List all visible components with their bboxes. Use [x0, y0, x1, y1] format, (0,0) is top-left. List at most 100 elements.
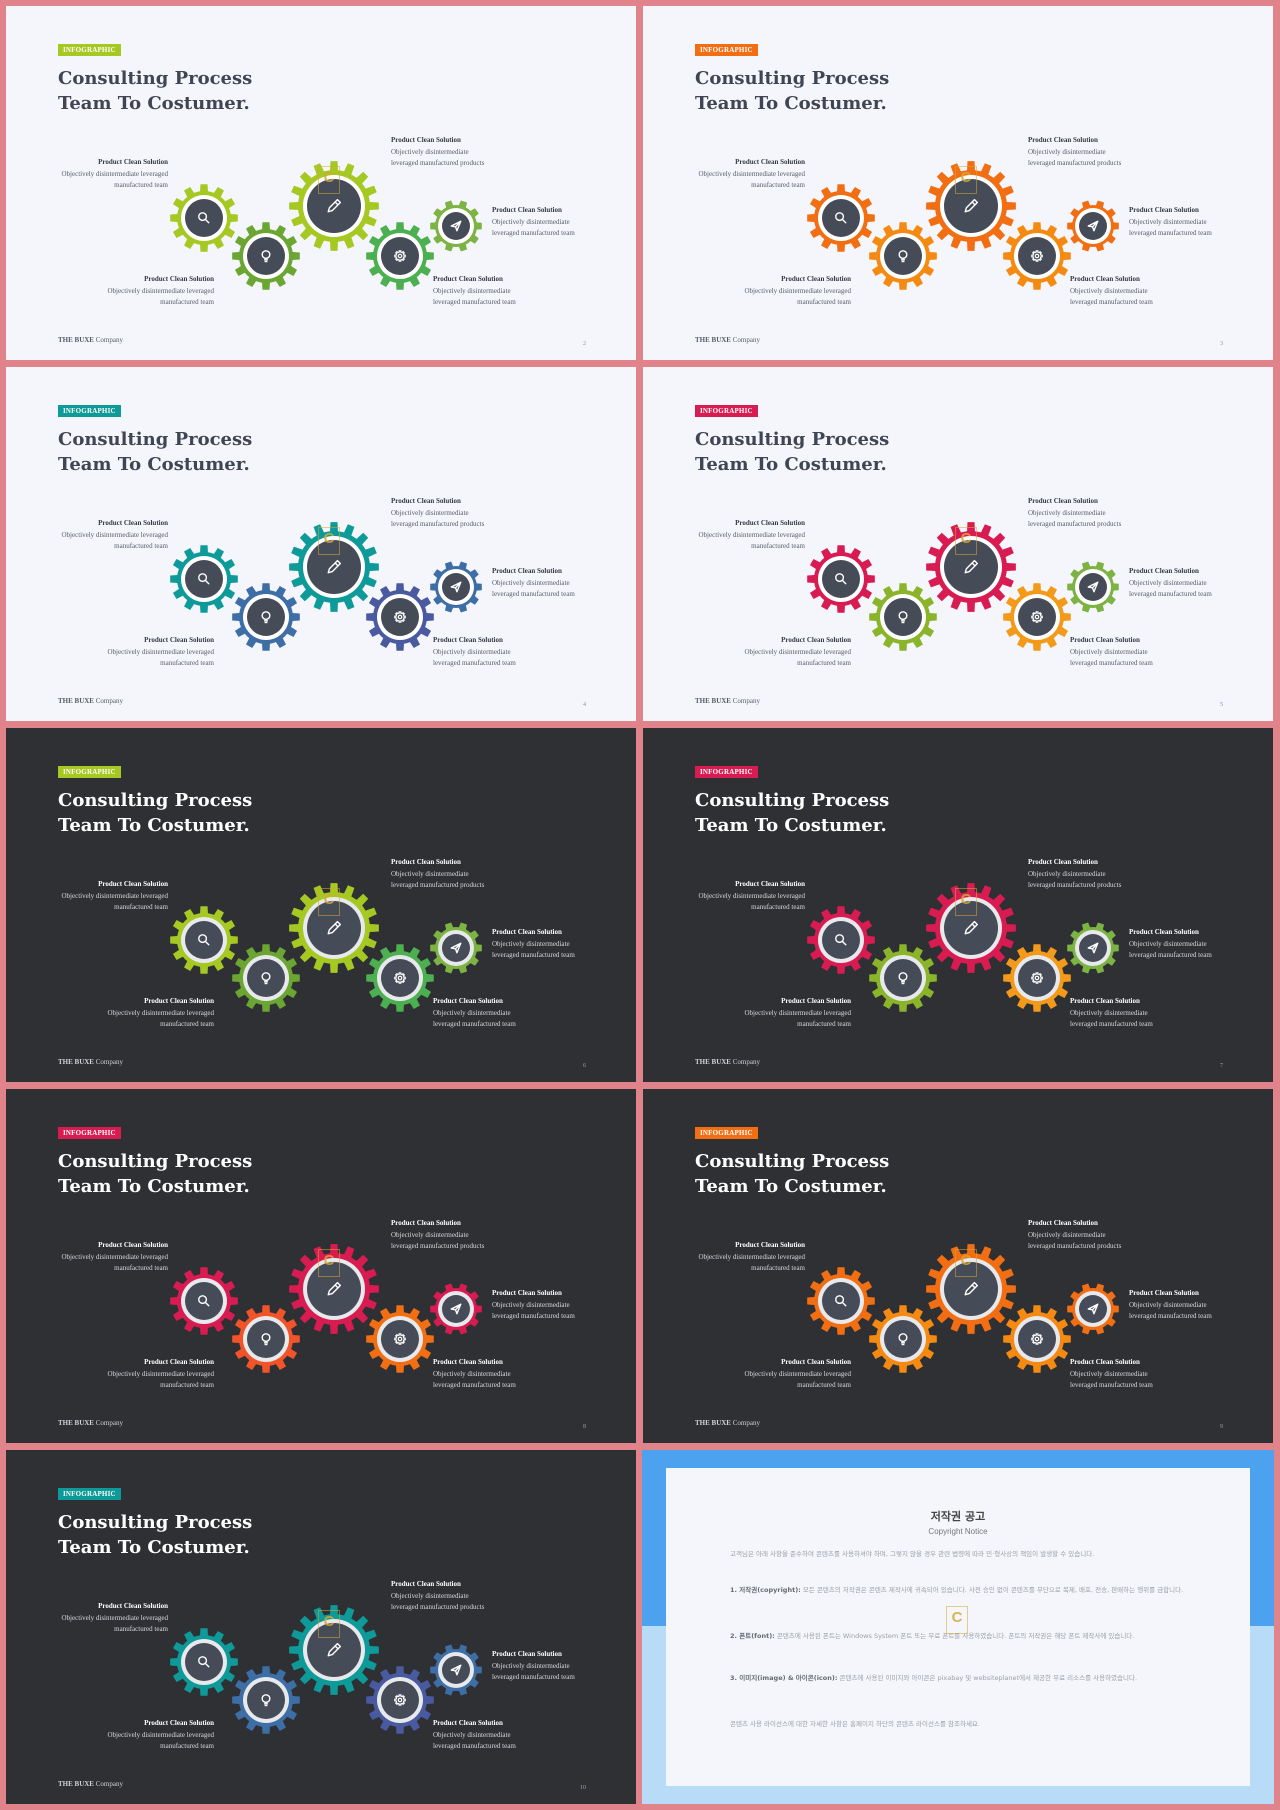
- gear-4: [1003, 944, 1071, 1012]
- company-name: THE BUXE Company: [58, 1780, 123, 1788]
- gear-icon: [394, 1694, 406, 1706]
- infographic-tag: INFOGRAPHIC: [695, 766, 758, 778]
- infographic-tag: INFOGRAPHIC: [58, 44, 121, 56]
- page-number: 10: [580, 1785, 586, 1791]
- text-block-line1: Objectively disintermediate leveraged: [107, 1730, 214, 1739]
- gear-2: [232, 1666, 300, 1734]
- gear-1: [170, 184, 238, 252]
- text-block-heading: Product Clean Solution: [492, 567, 562, 575]
- text-block-line2: manufactured team: [797, 1020, 851, 1028]
- search-icon: [198, 1295, 210, 1307]
- text-block-line1: Objectively disintermediate: [391, 1230, 469, 1239]
- paper-plane-icon: [1087, 1303, 1099, 1315]
- text-block-line2: manufactured team: [160, 659, 214, 667]
- text-block-line1: Objectively disintermediate: [492, 1661, 570, 1670]
- text-block-heading: Product Clean Solution: [144, 997, 214, 1005]
- gear-4-face: [381, 598, 419, 636]
- company-name: THE BUXE Company: [58, 336, 123, 344]
- gear-1: [807, 1267, 875, 1335]
- text-block-line1: Objectively disintermediate: [492, 578, 570, 587]
- text-block-heading: Product Clean Solution: [1129, 567, 1199, 575]
- search-icon: [198, 1656, 210, 1668]
- infographic-tag: INFOGRAPHIC: [58, 1488, 121, 1500]
- gear-2: [232, 944, 300, 1012]
- gear-3: [926, 883, 1016, 973]
- text-block-line2: leveraged manufactured team: [1070, 659, 1153, 667]
- paper-plane-icon: [450, 942, 462, 954]
- notice-paragraph-1-label: 1. 저작권(copyright):: [730, 1586, 801, 1594]
- text-block-line1: Objectively disintermediate leveraged: [61, 169, 168, 178]
- text-block-line2: leveraged manufactured products: [1028, 159, 1122, 167]
- text-block-heading: Product Clean Solution: [735, 158, 805, 166]
- text-block-heading: Product Clean Solution: [98, 880, 168, 888]
- search-icon: [835, 573, 847, 585]
- text-block-line2: leveraged manufactured products: [391, 881, 485, 889]
- gear-3-face: [944, 901, 998, 955]
- text-block-heading: Product Clean Solution: [433, 275, 503, 283]
- slide-title: Consulting Process Team To Costumer.: [58, 68, 253, 114]
- text-block-heading: Product Clean Solution: [433, 1719, 503, 1727]
- page-number: 7: [1220, 1063, 1223, 1069]
- gear-1-face: [822, 560, 860, 598]
- company-name-bold: THE BUXE: [58, 697, 94, 705]
- text-block-line1: Objectively disintermediate leveraged: [61, 1613, 168, 1622]
- gear-4: [1003, 222, 1071, 290]
- watermark-logo: C: [955, 166, 977, 194]
- company-name-rest: Company: [93, 1058, 123, 1066]
- company-name: THE BUXE Company: [695, 1058, 760, 1066]
- text-block-line2: manufactured team: [114, 903, 168, 911]
- gear-2: [232, 583, 300, 651]
- text-block-line2: manufactured team: [797, 659, 851, 667]
- text-block-line1: Objectively disintermediate: [1129, 939, 1207, 948]
- notice-paragraph-1: 1. 저작권(copyright): 모든 콘텐츠의 저작권은 콘텐츠 제작사에…: [730, 1584, 1186, 1596]
- text-block-line2: leveraged manufactured team: [1129, 229, 1212, 237]
- paper-plane-icon: [1087, 942, 1099, 954]
- gear-diagram: [807, 1244, 1119, 1373]
- slide-title: Consulting Process Team To Costumer.: [58, 429, 253, 475]
- gear-2-face: [884, 598, 922, 636]
- text-block-line1: Objectively disintermediate leveraged: [744, 647, 851, 656]
- slide-title: Consulting Process Team To Costumer.: [58, 1512, 253, 1558]
- text-block-line2: leveraged manufactured team: [1070, 1381, 1153, 1389]
- text-block-heading: Product Clean Solution: [1070, 636, 1140, 644]
- notice-title: 저작권 공고: [930, 1510, 986, 1523]
- slide-title: Consulting Process Team To Costumer.: [58, 790, 253, 836]
- text-block-line1: Objectively disintermediate leveraged: [107, 286, 214, 295]
- company-name-rest: Company: [93, 1780, 123, 1788]
- text-block-heading: Product Clean Solution: [1028, 497, 1098, 505]
- text-block-line1: Objectively disintermediate leveraged: [698, 169, 805, 178]
- text-block-heading: Product Clean Solution: [1129, 1289, 1199, 1297]
- text-block-line2: manufactured team: [751, 1264, 805, 1272]
- gear-icon: [1031, 250, 1043, 262]
- gear-icon: [1031, 1333, 1043, 1345]
- text-block-heading: Product Clean Solution: [492, 1289, 562, 1297]
- gear-diagram: [807, 883, 1119, 1012]
- text-block-line1: Objectively disintermediate: [433, 1369, 511, 1378]
- infographic-tag: INFOGRAPHIC: [58, 1127, 121, 1139]
- company-name-bold: THE BUXE: [58, 1419, 94, 1427]
- gear-3-face: [307, 1262, 361, 1316]
- watermark-logo: C: [955, 527, 977, 555]
- text-block-heading: Product Clean Solution: [144, 1358, 214, 1366]
- text-block-line2: manufactured team: [114, 1625, 168, 1633]
- text-block-line2: manufactured team: [114, 542, 168, 550]
- pencil-icon: [327, 198, 342, 213]
- text-block-heading: Product Clean Solution: [1070, 1358, 1140, 1366]
- text-block-heading: Product Clean Solution: [1129, 206, 1199, 214]
